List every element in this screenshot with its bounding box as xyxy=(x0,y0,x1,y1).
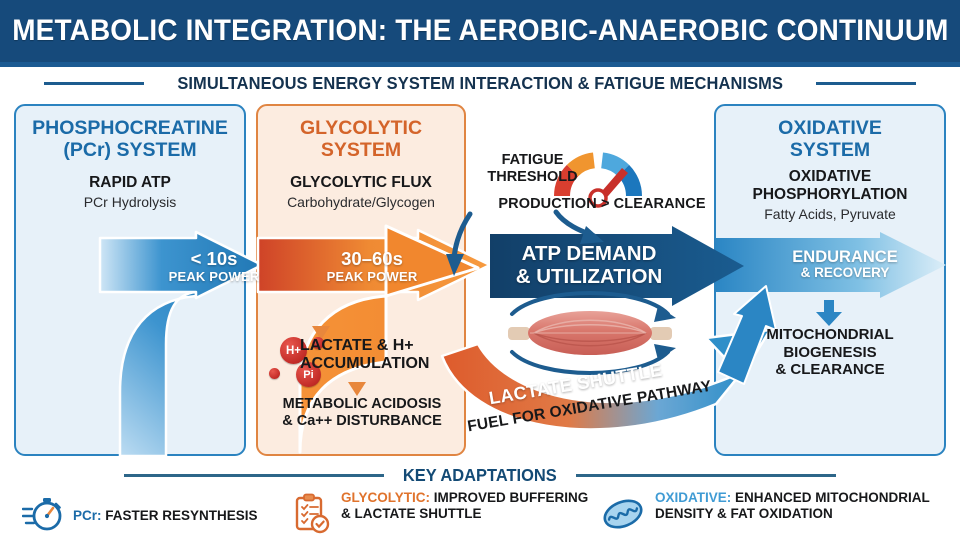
key-adaptation-desc-oxidative-2: DENSITY & FAT OXIDATION xyxy=(655,506,833,522)
key-adaptation-desc-glycolytic-1: IMPROVED BUFFERING xyxy=(430,490,589,505)
endurance-line1: ENDURANCE xyxy=(792,248,898,266)
endurance-line2: & RECOVERY xyxy=(800,265,890,281)
key-adaptations-rule-right xyxy=(575,473,836,477)
panel-pcr-heading-line2: (PCr) SYSTEM xyxy=(63,138,197,161)
mitochondria-icon xyxy=(600,494,646,539)
atp-demand-line2: & UTILIZATION xyxy=(515,264,663,288)
lactate-accumulation-label: LACTATE & H+ ACCUMULATION xyxy=(300,337,460,373)
key-adaptation-item-glycolytic: GLYCOLYTIC: IMPROVED BUFFERING & LACTATE… xyxy=(292,490,588,540)
panel-pcr-heading-line1: PHOSPHOCREATINE xyxy=(32,117,228,139)
ion-dot-small-1 xyxy=(312,337,324,349)
arrow-gauge-to-atp xyxy=(553,209,604,244)
panel-oxidative-subheading-line1: OXIDATIVE xyxy=(788,168,872,185)
panel-glycolytic-heading-line2: SYSTEM xyxy=(320,138,402,161)
key-adaptation-item-oxidative: OXIDATIVE: ENHANCED MITOCHONDRIAL DENSIT… xyxy=(600,490,930,539)
metabolic-acidosis-label: METABOLIC ACIDOSIS & Ca++ DISTURBANCE xyxy=(262,396,462,430)
endurance-label: ENDURANCE & RECOVERY xyxy=(770,248,920,281)
panel-oxidative-heading-line1: OXIDATIVE xyxy=(778,117,882,139)
subtitle-row: SIMULTANEOUS ENERGY SYSTEM INTERACTION &… xyxy=(0,68,960,98)
acidosis-line1: METABOLIC ACIDOSIS xyxy=(282,396,442,412)
panel-oxidative-heading: OXIDATIVE SYSTEM xyxy=(716,117,944,162)
arrow-glycolytic-duration: 30–60s xyxy=(341,248,403,269)
key-adaptation-text-oxidative: OXIDATIVE: ENHANCED MITOCHONDRIAL DENSIT… xyxy=(655,490,930,522)
panel-glycolytic-subtext: Carbohydrate/Glycogen xyxy=(287,194,435,210)
production-clearance-caption: PRODUCTION > CLEARANCE xyxy=(498,196,706,212)
lactate-line1: LACTATE & H+ xyxy=(300,337,414,354)
panel-glycolytic-heading: GLYCOLYTIC SYSTEM xyxy=(258,117,464,162)
key-adaptations-title: KEY ADAPTATIONS xyxy=(403,464,557,485)
key-adaptation-key-oxidative: OXIDATIVE: xyxy=(655,490,732,505)
key-adaptation-desc-oxidative-1: ENHANCED MITOCHONDRIAL xyxy=(731,490,930,505)
panel-pcr-heading: PHOSPHOCREATINE (PCr) SYSTEM xyxy=(16,117,244,162)
arrow-pcr-caption: PEAK POWER xyxy=(168,269,260,284)
arrow-glycolytic-caption: PEAK POWER xyxy=(326,269,418,284)
key-adaptation-text-pcr: PCr: FASTER RESYNTHESIS xyxy=(73,508,258,524)
key-adaptation-desc-glycolytic-2: & LACTATE SHUTTLE xyxy=(341,506,482,522)
clipboard-checklist-icon xyxy=(292,493,332,540)
arrow-pcr-duration: < 10s xyxy=(190,248,238,269)
mitochondrial-biogenesis-label: MITOCHONDRIAL BIOGENESIS & CLEARANCE xyxy=(722,326,938,379)
mito-line2: BIOGENESIS xyxy=(783,343,877,361)
mito-line1: MITOCHONDRIAL xyxy=(766,326,894,343)
key-adaptation-key-pcr: PCr: xyxy=(73,508,102,524)
subtitle-rule-right xyxy=(816,81,917,85)
atp-demand-line1: ATP DEMAND xyxy=(521,242,657,265)
key-adaptations-header: KEY ADAPTATIONS xyxy=(0,462,960,488)
fatigue-threshold-label: FATIGUE THRESHOLD xyxy=(480,152,585,185)
ion-dot-small-2 xyxy=(269,368,280,379)
header-bar: METABOLIC INTEGRATION: THE AEROBIC-ANAER… xyxy=(0,0,960,62)
header-divider xyxy=(0,62,960,67)
key-adaptation-desc-pcr: FASTER RESYNTHESIS xyxy=(101,508,258,524)
key-adaptation-item-pcr: PCr: FASTER RESYNTHESIS xyxy=(21,494,258,539)
panel-oxidative-subheading-line2: PHOSPHORYLATION xyxy=(752,185,908,203)
ion-hydrogen-icon: H+ xyxy=(280,337,307,364)
panel-pcr-subheading: RAPID ATP xyxy=(89,174,171,191)
panel-oxidative-heading-line2: SYSTEM xyxy=(789,138,871,161)
panel-glycolytic-subheading: GLYCOLYTIC FLUX xyxy=(290,174,432,191)
panel-oxidative-subheading: OXIDATIVE PHOSPHORYLATION xyxy=(716,168,944,204)
fatigue-threshold-line1: FATIGUE xyxy=(501,152,564,168)
panel-pcr-subtext: PCr Hydrolysis xyxy=(83,194,177,210)
acidosis-line2: & Ca++ DISTURBANCE xyxy=(282,412,442,429)
page-title: METABOLIC INTEGRATION: THE AEROBIC-ANAER… xyxy=(11,14,949,47)
key-adaptations-list: PCr: FASTER RESYNTHESIS GLYCOLY xyxy=(0,490,960,536)
ion-phosphate-icon: Pi xyxy=(296,362,321,387)
subtitle-text: SIMULTANEOUS ENERGY SYSTEM INTERACTION &… xyxy=(177,72,783,93)
subtitle-rule-left xyxy=(43,81,144,85)
mito-line3: & CLEARANCE xyxy=(775,361,885,379)
lactate-line2: ACCUMULATION xyxy=(300,355,430,373)
key-adaptation-text-glycolytic: GLYCOLYTIC: IMPROVED BUFFERING & LACTATE… xyxy=(341,490,588,522)
fatigue-threshold-line2: THRESHOLD xyxy=(487,168,578,185)
key-adaptations-rule-left xyxy=(124,473,385,477)
atp-demand-label: ATP DEMAND & UTILIZATION xyxy=(500,242,678,289)
key-adaptation-key-glycolytic: GLYCOLYTIC: xyxy=(341,490,431,505)
panel-oxidative-subtext: Fatty Acids, Pyruvate xyxy=(764,206,896,222)
panel-glycolytic-heading-line1: GLYCOLYTIC xyxy=(299,117,423,139)
stopwatch-icon xyxy=(21,494,64,539)
